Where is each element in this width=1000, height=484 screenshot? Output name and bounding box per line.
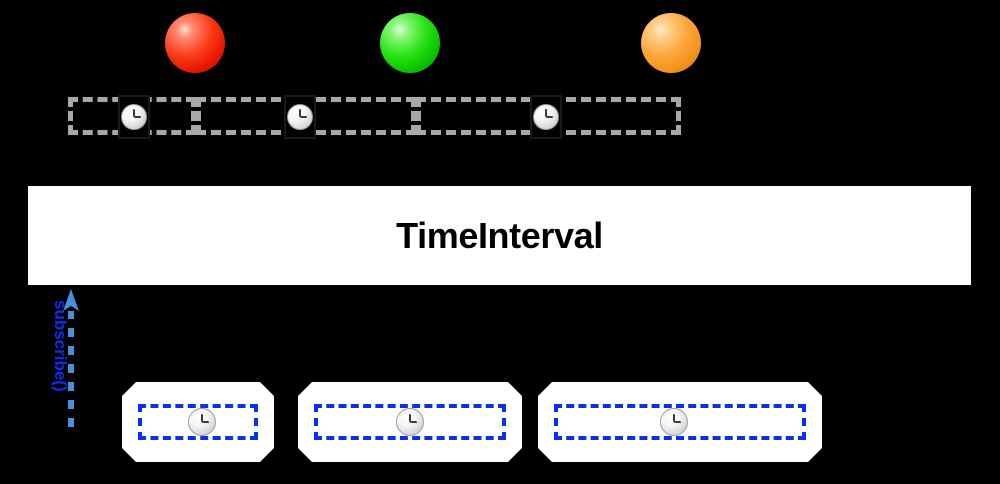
result-item-2[interactable] [298,382,522,462]
clock-marker-1 [118,95,150,139]
operator-label: TimeInterval [396,214,603,256]
result-item-1-interval-outline [138,404,258,440]
result-item-3[interactable] [538,382,822,462]
clock-icon [287,104,313,130]
source-marble-red[interactable] [165,13,225,73]
result-item-3-clock-icon [660,408,688,436]
result-item-3-interval-outline [554,404,806,440]
clock-icon [121,104,147,130]
result-item-2-clock-icon [396,408,424,436]
result-item-2-interval-outline [314,404,506,440]
clock-icon [533,104,559,130]
source-marble-green[interactable] [380,13,440,73]
subscribe-arrow-icon [63,289,79,427]
result-item-1-clock-icon [188,408,216,436]
operator-box[interactable]: TimeInterval [28,186,971,285]
clock-marker-2 [284,95,316,139]
clock-marker-3 [530,95,562,139]
subscribe-label: subscribe() [51,300,70,392]
result-item-1[interactable] [122,382,274,462]
source-marble-orange[interactable] [641,13,701,73]
